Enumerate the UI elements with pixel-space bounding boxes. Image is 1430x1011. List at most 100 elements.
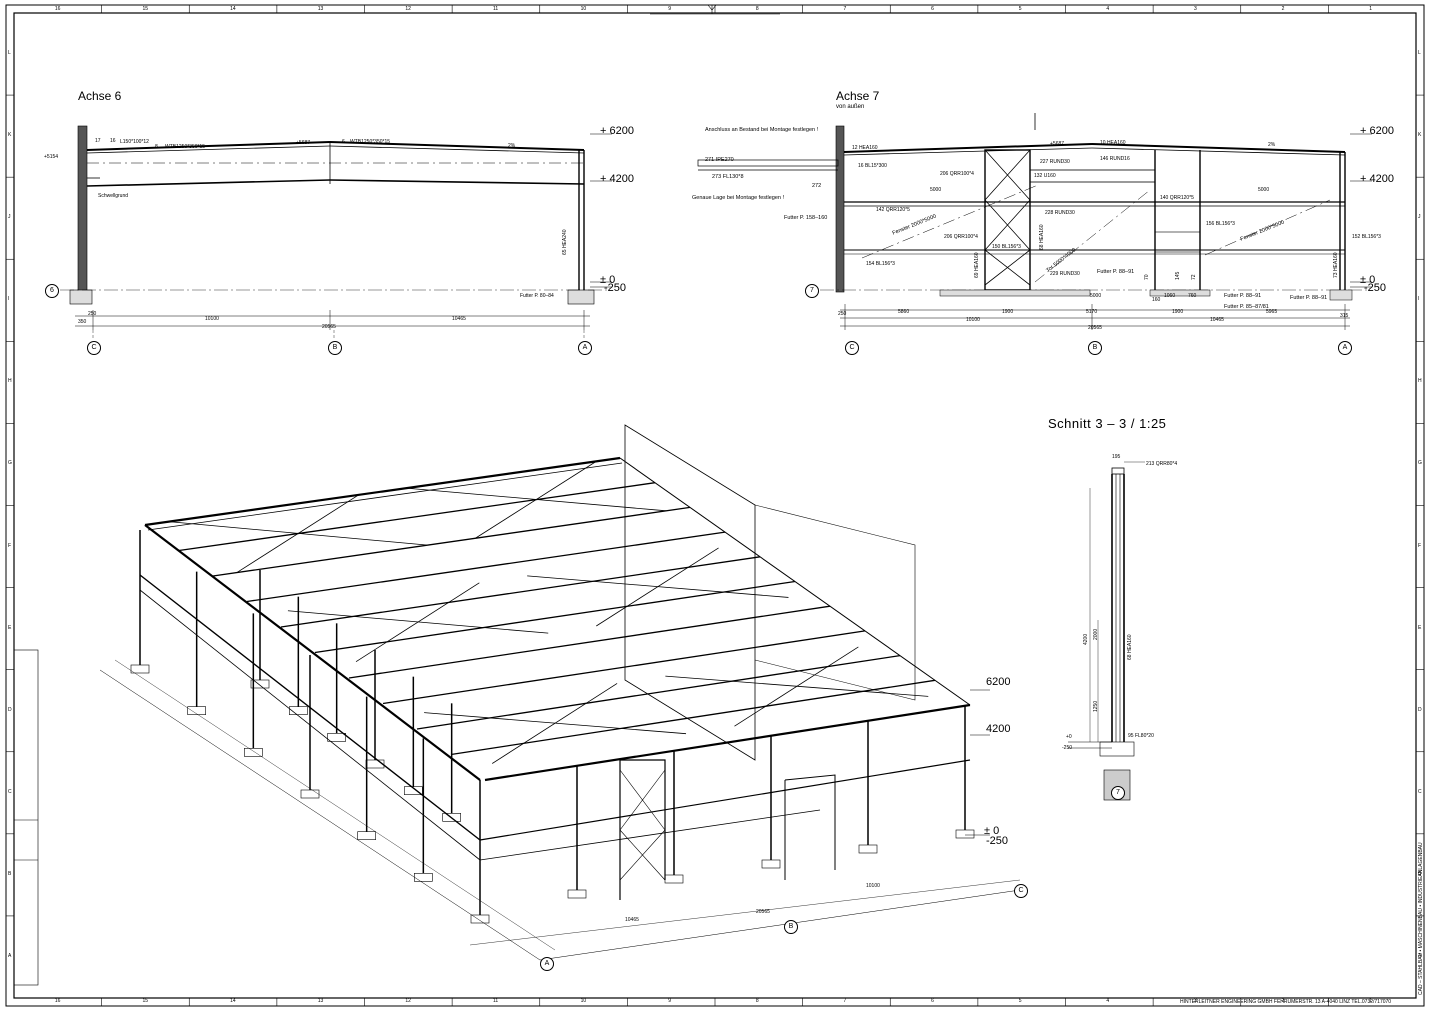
iso-foundation-pad [442, 813, 461, 822]
border-number-10: 10 [580, 998, 587, 1004]
border-number-9: 9 [668, 998, 671, 1004]
achse7-label-228: 228 RUND30 [1045, 210, 1075, 216]
border-number-5: 5 [1018, 6, 1022, 12]
achse7-dim-250: 250 [838, 311, 847, 317]
border-number-11: 11 [492, 6, 499, 12]
footer-company: HINTERLEITNER ENGINEERING GMBH FEHRUMERS… [1180, 999, 1392, 1005]
iso-axis-C: C [1014, 884, 1028, 898]
achse7-label-146: 146 RUND16 [1100, 156, 1130, 162]
achse6-label-17: 17 [95, 138, 101, 144]
iso-purlin [246, 531, 726, 603]
achse6-label-5154: +5154 [44, 154, 59, 160]
border-ticks [6, 5, 1424, 1006]
border-letter-F: F [8, 542, 12, 549]
iso-foundation-pad [130, 664, 150, 674]
achse7-label-fl130: 273 FL130*8 [712, 174, 744, 180]
border-number-5: 5 [1018, 998, 1022, 1004]
achse7-dim-10465: 10465 [1210, 317, 1224, 323]
achse6-label-8: 8 [155, 144, 158, 150]
achse7-label-227: 227 RUND30 [1040, 159, 1070, 165]
iso-foundation-pad [567, 889, 587, 899]
schnitt-label-213: 213 QRR80*4 [1146, 461, 1178, 467]
achse6-label-wtb6: WTB1250*350*15 [350, 139, 391, 145]
achse7-futter-88c: Futter P. 88–91 [1290, 295, 1328, 301]
schnitt-label-fl: 95 FL80*20 [1128, 733, 1154, 739]
achse7-label-hea69: 69 HEA160 [974, 252, 980, 278]
iso-dim-10465: 10465 [625, 917, 639, 923]
achse7-label-152: 152 BL156*3 [1352, 234, 1381, 240]
iso-foundation-pad [289, 706, 308, 715]
border-letter-J: J [8, 214, 11, 221]
border-number-15: 15 [142, 6, 148, 12]
achse7-elev-minus250: -250 [1364, 282, 1387, 294]
border-letter-A: A [8, 952, 12, 959]
achse7-futter-88a: Futter P. 88–91 [1097, 269, 1135, 275]
border-letter-I: I [1418, 296, 1420, 303]
iso-purlin [178, 482, 656, 552]
border-letter-A: A [1418, 952, 1422, 959]
achse7-futter-88b: Futter P. 88–91 [1224, 293, 1262, 299]
border-number-14: 14 [230, 998, 236, 1004]
achse7-label-272: 272 [812, 183, 822, 189]
achse7-label-12: 12 HEA160 [852, 145, 878, 151]
iso-foundation-pad [357, 831, 376, 840]
right-title-strip [1180, 13, 1417, 999]
iso-foundation-pad [187, 706, 206, 715]
iso-elev-6200: 6200 [986, 676, 1011, 688]
achse7-label-pct: 2% [1268, 142, 1276, 148]
scale-bar [650, 4, 780, 15]
achse7-dim-1900b: 1900 [1172, 309, 1184, 315]
border-letter-E: E [1418, 624, 1422, 631]
border-letter-K: K [1418, 132, 1422, 139]
achse6-dim-10465: 10465 [452, 316, 466, 322]
achse7-elev-6200: + 6200 [1360, 125, 1394, 137]
achse6-dim-350: 350 [78, 319, 87, 325]
border-letter-C: C [8, 788, 12, 795]
achse6-existing-wall [77, 125, 88, 293]
iso-purlin [212, 506, 691, 577]
border-number-4: 4 [1106, 6, 1110, 12]
achse7-label-70: 70 [1144, 274, 1150, 280]
border-letter-D: D [8, 706, 12, 713]
achse6-label-wtb8: WTB1250*350*15 [165, 144, 206, 150]
iso-dim-10100: 10100 [866, 883, 880, 889]
achse6-dim-10100: 10100 [205, 316, 219, 322]
border-letter-K: K [8, 132, 12, 139]
iso-foundation-pad [414, 873, 433, 882]
achse7-label-72: 72 [1191, 274, 1197, 280]
achse6-axis-B: B [328, 341, 342, 355]
schnitt-section [1068, 461, 1145, 801]
achse7-dim-315: 315 [1340, 313, 1349, 319]
left-title-strip [13, 649, 39, 986]
border-letter-F: F [1418, 542, 1422, 549]
border-letter-H: H [8, 378, 12, 385]
iso-elev-4200: 4200 [986, 723, 1011, 735]
iso-foundation-pad [470, 914, 490, 924]
border-number-6: 6 [931, 6, 934, 12]
achse7-axis-C: C [845, 341, 859, 355]
achse7-label-206b: 206 QRR100*4 [944, 234, 978, 240]
border-number-8: 8 [755, 998, 759, 1004]
schnitt-axis-7: 7 [1111, 786, 1125, 800]
achse7-elev-4200: + 4200 [1360, 173, 1394, 185]
border-number-3: 3 [1193, 998, 1197, 1004]
border-number-4: 4 [1106, 998, 1110, 1004]
border-number-12: 12 [405, 998, 411, 1004]
achse7-dim-5860: 5860 [898, 309, 910, 315]
achse7-dim-5170: 5170 [1086, 309, 1098, 315]
achse6-elev-6200: + 6200 [600, 125, 634, 137]
achse6-label-schwellgrund: Schwellgrund [98, 193, 129, 199]
iso-purlin [280, 556, 761, 628]
border-number-10: 10 [580, 6, 587, 12]
border-number-11: 11 [492, 998, 499, 1004]
achse7-axis-B: B [1088, 341, 1102, 355]
schnitt-label-hea: 68 HEA160 [1127, 634, 1133, 660]
iso-foundation-pad [300, 789, 320, 799]
iso-purlin [314, 580, 796, 654]
achse6-dim-20565: 20565 [322, 324, 336, 330]
iso-brace [236, 494, 359, 573]
border-letter-D: D [1418, 706, 1422, 713]
achse6-elev-minus250: -250 [604, 282, 627, 294]
border-number-2: 2 [1281, 998, 1285, 1004]
achse7-futter-85: Futter P. 85–87/81 [1224, 304, 1269, 310]
